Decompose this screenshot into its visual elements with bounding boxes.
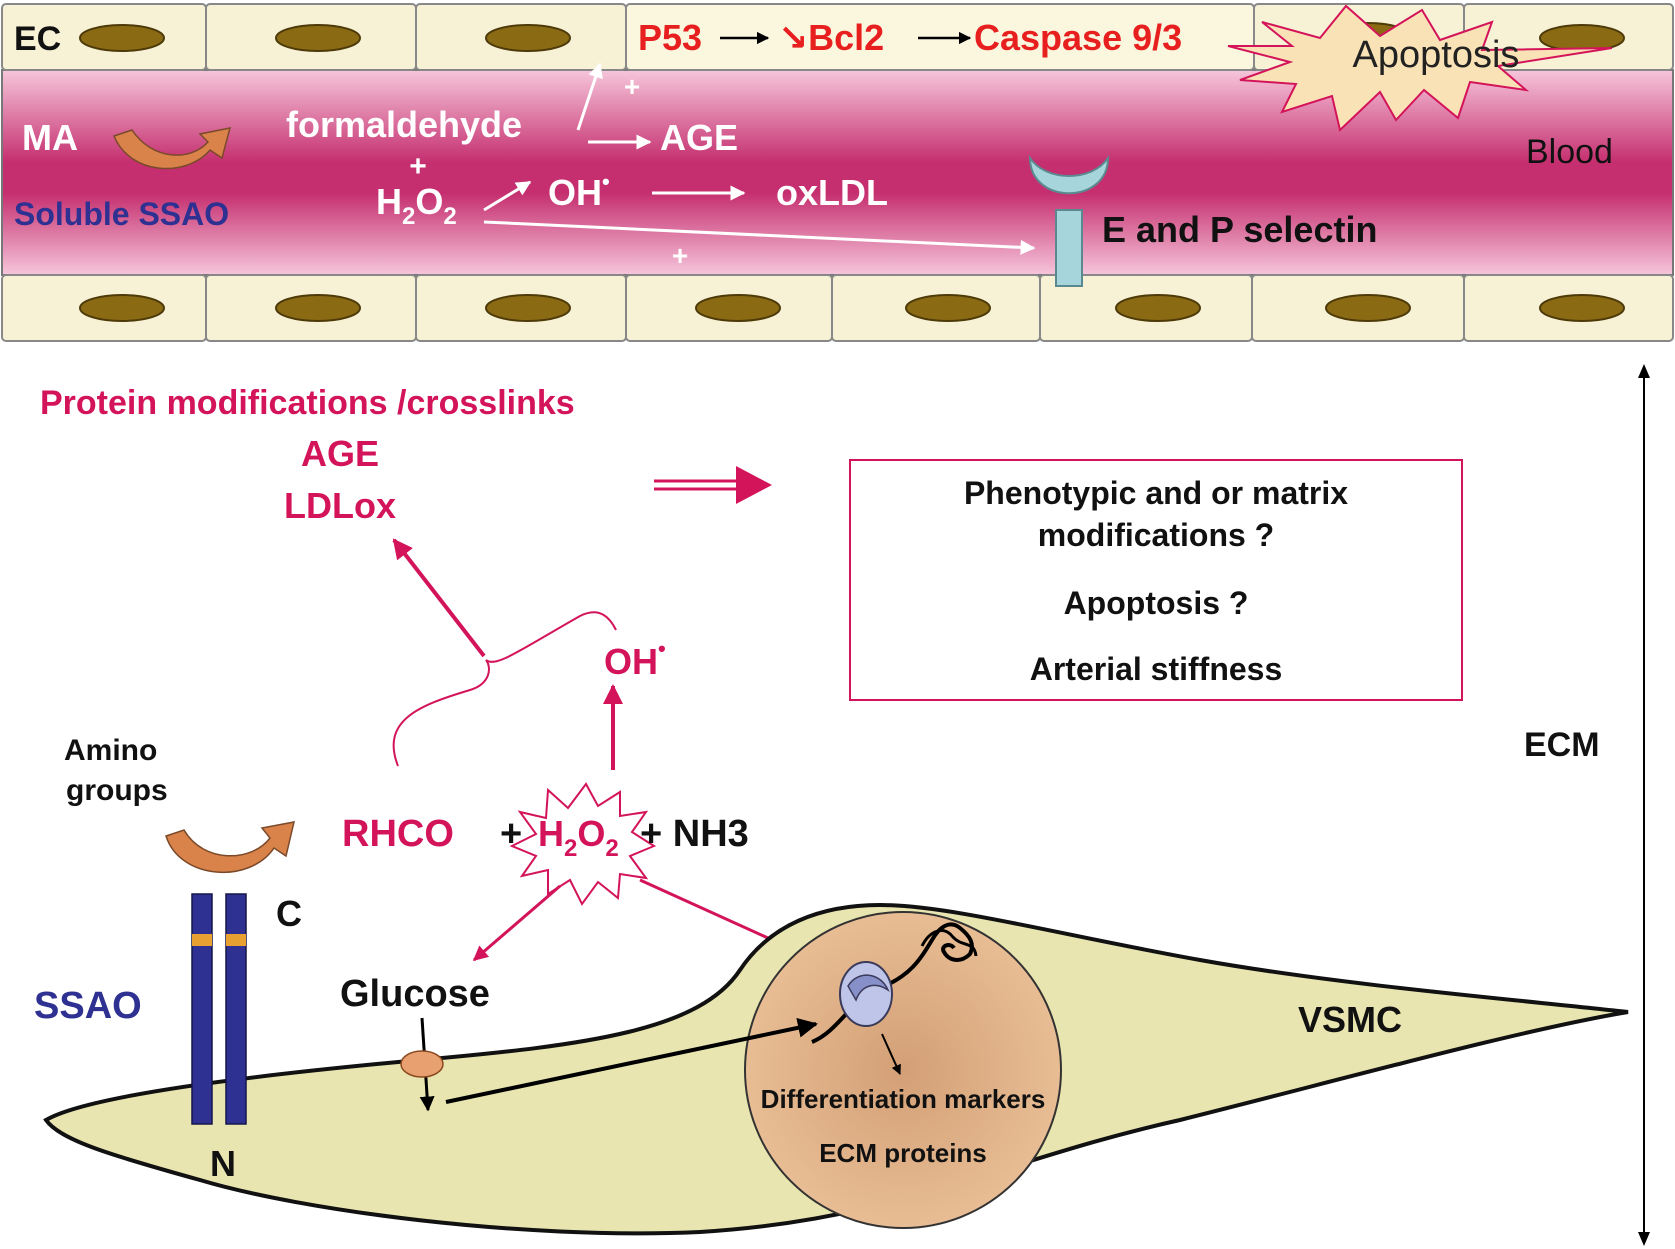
- apoptosis-burst: [1227, 4, 1613, 132]
- amino-groups-line2: groups: [66, 774, 168, 807]
- lower-oh-label: OH•: [604, 636, 666, 682]
- cell-nucleus: [79, 24, 165, 52]
- ecm-region: ECM Protein modifications /crosslinks AG…: [34, 364, 1650, 1246]
- plus-sign-p53: +: [624, 71, 640, 102]
- chromatin: [811, 922, 978, 1044]
- protein-mod-label: Protein modifications /crosslinks: [40, 384, 575, 422]
- vsmc-nucleus: [744, 911, 1062, 1229]
- formaldehyde-label: formaldehyde: [286, 104, 522, 145]
- ecm-arrowhead-top: [1638, 364, 1650, 378]
- soluble-ssao-label: Soluble SSAO: [14, 196, 229, 232]
- differentiation-markers-label: Differentiation markers: [761, 1084, 1046, 1114]
- ldlox-label: LDLox: [284, 485, 396, 526]
- lower-age-label: AGE: [301, 433, 379, 474]
- cell-nucleus: [275, 24, 361, 52]
- glucose-transporter: [400, 1050, 444, 1078]
- formaldehyde-p53-arrow: [576, 62, 603, 131]
- ma-label: MA: [22, 117, 78, 158]
- ecm-proteins-label: ECM proteins: [819, 1138, 987, 1168]
- cell-nucleus: [1325, 294, 1411, 322]
- amino-groups-line1: Amino: [64, 734, 157, 767]
- apoptosis-label: Apoptosis: [1353, 34, 1520, 76]
- p53-label: P53: [638, 17, 702, 58]
- ssao-protein: [191, 893, 247, 1125]
- outcome-modifications: modifications ?: [1038, 517, 1274, 553]
- oxldl-label: oxLDL: [776, 172, 888, 213]
- cell-nucleus: [275, 294, 361, 322]
- brace-to-age-arrow: [392, 538, 486, 658]
- glucose-nucleus-arrow: [445, 1017, 818, 1104]
- ecm-arrowhead-bottom: [1638, 1232, 1650, 1246]
- h2o2-glucose-arrow: [472, 884, 561, 962]
- chromatin-marker-arrow: [881, 1033, 901, 1075]
- outcome-phenotypic: Phenotypic and or matrix: [964, 475, 1348, 511]
- caspase-label: Caspase 9/3: [974, 17, 1182, 58]
- cell-nucleus: [79, 294, 165, 322]
- bottom-endothelial-cells: [1, 274, 1674, 342]
- plus-rhco-h2o2: +: [500, 813, 522, 855]
- plus-sign-formaldehyde: +: [409, 150, 427, 183]
- lower-h2o2-label: H2O2: [538, 813, 619, 862]
- rhco-label: RHCO: [342, 813, 454, 855]
- cell-nucleus: [1115, 294, 1201, 322]
- bcl2-label: ↘Bcl2: [778, 17, 884, 58]
- h2o2-oh-arrow: [483, 180, 532, 212]
- plus-sign-selectin: +: [672, 240, 688, 271]
- blood-vessel: Apoptosis EC P53 ↘Bcl2 Caspase 9/3 MA So…: [1, 3, 1674, 342]
- vsmc-label: VSMC: [1298, 999, 1402, 1040]
- amino-curved-arrow: [165, 821, 295, 874]
- vessel-h2o2-label: H2O2: [376, 181, 457, 230]
- n-terminus-label: N: [210, 1143, 236, 1184]
- outcome-arterial-stiffness: Arterial stiffness: [1030, 651, 1283, 687]
- cell-nucleus: [1539, 294, 1625, 322]
- cell-nucleus: [905, 294, 991, 322]
- c-terminus-label: C: [276, 893, 302, 934]
- outcome-apoptosis: Apoptosis ?: [1064, 585, 1249, 621]
- cell-nucleus: [695, 294, 781, 322]
- rhco-oh-brace: [392, 611, 617, 767]
- selectin-label: E and P selectin: [1102, 209, 1377, 250]
- outcome-double-arrow: [654, 466, 772, 504]
- ma-curved-arrow: [113, 127, 232, 170]
- h2o2-selectin-arrow: [483, 220, 1036, 255]
- vessel-oh-label: OH•: [548, 169, 610, 213]
- cell-nucleus: [485, 294, 571, 322]
- h2o2-burst: [509, 782, 657, 906]
- selectin-receptor: [1028, 154, 1110, 287]
- ec-label: EC: [14, 20, 61, 58]
- vessel-age-label: AGE: [660, 117, 738, 158]
- blood-label: Blood: [1526, 133, 1613, 171]
- glucose-label: Glucose: [340, 973, 490, 1015]
- plus-nh3-label: + NH3: [640, 813, 749, 855]
- outcomes-box: [849, 459, 1463, 701]
- cell-nucleus: [485, 24, 571, 52]
- ecm-label: ECM: [1524, 726, 1600, 764]
- ssao-label: SSAO: [34, 985, 142, 1027]
